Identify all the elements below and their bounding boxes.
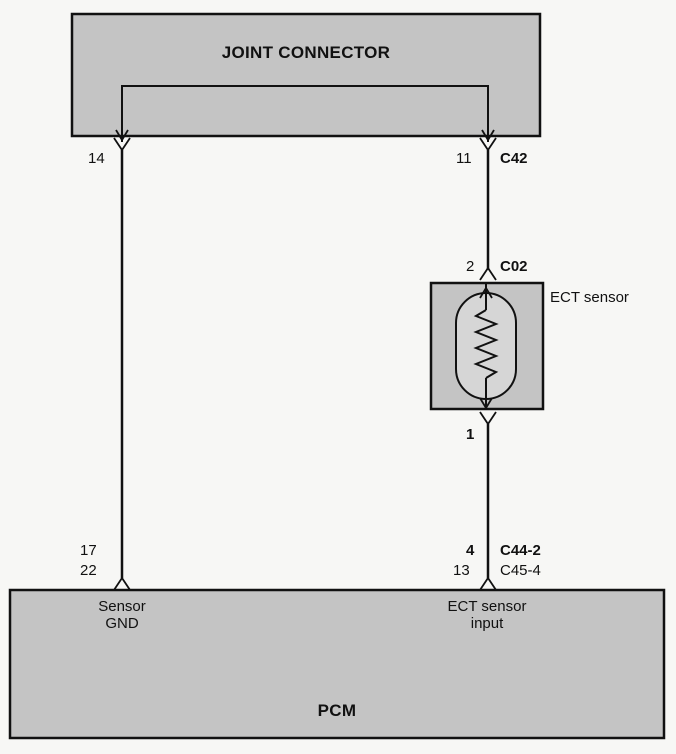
pcm-sensor-gnd-label: Sensor GND (98, 598, 146, 632)
pcm-ect-sensor-input-label: ECT sensor input (447, 598, 527, 632)
ect-pin-1-terminal (479, 411, 497, 426)
pcm-pin-17-label: 17 (80, 542, 97, 559)
joint-connector-c42-label: C42 (500, 150, 528, 167)
ect-sensor-label: ECT sensor (550, 289, 629, 306)
pcm-left-terminal (113, 576, 131, 591)
pcm-pin-22-label: 22 (80, 562, 97, 579)
joint-connector-box (70, 12, 542, 138)
ect-pin-2-label: 2 (466, 258, 475, 275)
pcm-right-terminal (479, 576, 497, 591)
pcm-pin-4-label: 4 (466, 542, 475, 559)
joint-connector-bus (121, 85, 489, 142)
pcm-connector-c45-4-label: C45-4 (500, 562, 541, 579)
pcm-title: PCM (317, 701, 357, 720)
joint-connector-title: JOINT CONNECTOR (221, 43, 391, 62)
pcm-box (8, 588, 666, 740)
joint-pin-14-label: 14 (88, 150, 105, 167)
pcm-connector-c44-2-label: C44-2 (500, 542, 541, 559)
resistor-zigzag (473, 309, 499, 379)
ect-connector-c02-label: C02 (500, 258, 528, 275)
joint-left-arrow (115, 129, 129, 142)
joint-right-arrow (481, 129, 495, 142)
ect-sensor-inner-top-arrow (479, 286, 493, 299)
pcm-pin-13-label: 13 (453, 562, 470, 579)
joint-pin-11-label: 11 (456, 150, 472, 167)
ect-sensor-inner-bottom-arrow (479, 397, 493, 410)
ect-pin-1-label: 1 (466, 426, 475, 443)
ect-pin-2-terminal (479, 266, 497, 281)
